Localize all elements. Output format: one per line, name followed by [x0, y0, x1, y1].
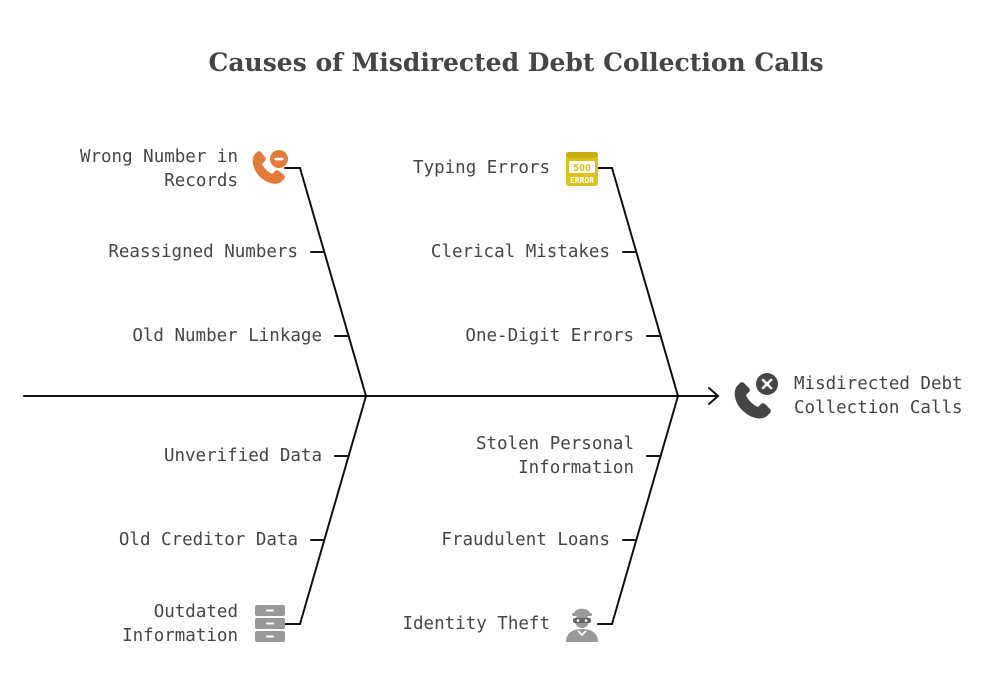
cause-wrong-number-in-records: Wrong Number in Records: [79, 147, 238, 191]
bone-top-left: [284, 167, 367, 397]
file-cabinet-icon: [253, 604, 287, 649]
cause-unverified-data: Unverified Data: [163, 446, 322, 466]
cause-fraudulent-loans: Fraudulent Loans: [441, 530, 610, 550]
cause-stolen-personal-information: Stolen Personal Information: [475, 434, 634, 478]
bone-top-right: [597, 167, 679, 397]
effect-label: Misdirected Debt Collection Calls: [794, 374, 963, 418]
cause-clerical-mistakes: Clerical Mistakes: [430, 242, 610, 262]
cause-outdated-information: Outdated Information: [122, 602, 238, 646]
phone-minus-icon: [249, 148, 289, 193]
cause-reassigned-numbers: Reassigned Numbers: [108, 242, 298, 262]
cause-old-number-linkage: Old Number Linkage: [132, 326, 322, 346]
phone-cancel-icon: [730, 372, 782, 427]
error-500-icon: 500 ERROR: [565, 151, 599, 192]
cause-old-creditor-data: Old Creditor Data: [118, 530, 298, 550]
cause-identity-theft: Identity Theft: [402, 614, 550, 634]
spine-arrowhead: [708, 387, 720, 405]
error-code-text: 500: [573, 163, 591, 174]
error-word-text: ERROR: [570, 176, 594, 185]
page-title: Causes of Misdirected Debt Collection Ca…: [208, 48, 824, 77]
bone-bottom-right: [597, 395, 679, 625]
cause-typing-errors: Typing Errors: [413, 158, 550, 178]
thief-icon: [562, 604, 602, 649]
cause-one-digit-errors: One-Digit Errors: [465, 326, 634, 346]
bone-bottom-left: [284, 395, 367, 625]
